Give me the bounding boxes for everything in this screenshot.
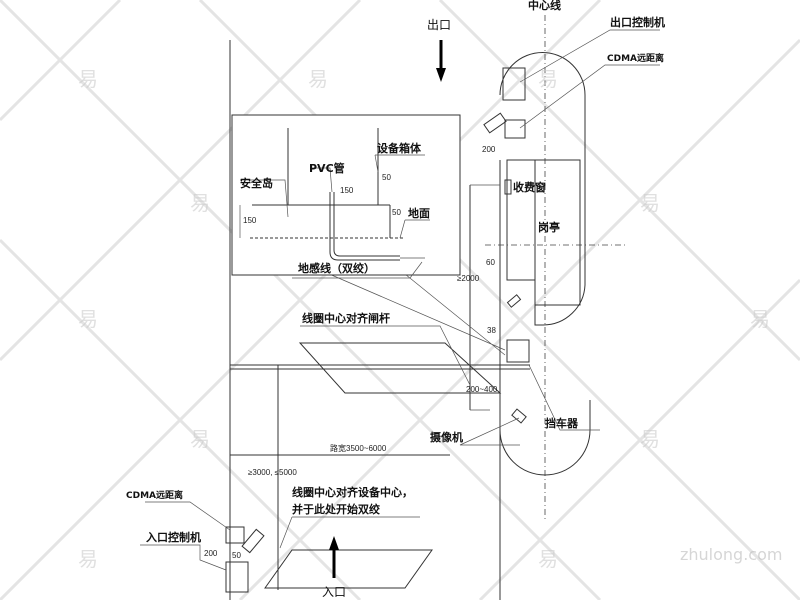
entry-cdma-device bbox=[225, 526, 245, 544]
toll-booth bbox=[506, 159, 581, 306]
inset-dim-50-a: 50 bbox=[382, 173, 391, 182]
dim-200-bottom: 200 bbox=[204, 549, 218, 558]
exit-camera bbox=[483, 112, 507, 134]
exit-cdma-label: CDMA远距离 bbox=[607, 52, 664, 64]
exit-controller-label: 出口控制机 bbox=[610, 15, 665, 29]
inset-detail bbox=[231, 114, 461, 279]
exit-cdma-device bbox=[504, 119, 526, 139]
inset-ground-label: 地面 bbox=[408, 206, 430, 220]
barrier-device bbox=[506, 339, 530, 363]
exit-arrow-icon bbox=[436, 40, 446, 82]
svg-text:易: 易 bbox=[78, 67, 98, 91]
svg-text:易: 易 bbox=[190, 427, 210, 451]
coil-align-device-label-2: 并于此处开始双绞 bbox=[292, 502, 380, 516]
barrier-label: 挡车器 bbox=[545, 416, 579, 430]
entry-arrow-icon bbox=[329, 536, 339, 578]
toll-window-label: 收费窗 bbox=[513, 180, 546, 194]
exit-label: 出口 bbox=[427, 18, 451, 32]
exit-loop bbox=[298, 342, 502, 394]
camera-device bbox=[511, 408, 527, 424]
dim-200-top: 200 bbox=[482, 145, 496, 154]
svg-text:易: 易 bbox=[78, 307, 98, 331]
road-lines bbox=[229, 40, 530, 600]
inset-safety-island-label: 安全岛 bbox=[240, 176, 273, 190]
watermark-glyphs: 易 易 易 易 易 易 易 易 易 易 易 bbox=[78, 67, 770, 571]
svg-text:易: 易 bbox=[750, 307, 770, 331]
svg-text:易: 易 bbox=[538, 67, 558, 91]
inset-dim-150-b: 150 bbox=[340, 186, 354, 195]
entry-controller-label: 入口控制机 bbox=[146, 530, 201, 544]
inset-loop-wire-label: 地感线（双绞） bbox=[298, 261, 375, 275]
svg-text:易: 易 bbox=[78, 547, 98, 571]
dim-2000: ≥2000 bbox=[457, 274, 480, 283]
svg-text:易: 易 bbox=[308, 67, 328, 91]
svg-text:易: 易 bbox=[538, 547, 558, 571]
dim-50-bottom: 50 bbox=[232, 551, 241, 560]
dim-200-400: 200~400 bbox=[466, 385, 498, 394]
svg-text:易: 易 bbox=[190, 191, 210, 215]
inset-dim-150-a: 150 bbox=[243, 216, 257, 225]
exit-controller-device bbox=[502, 67, 526, 101]
road-width-label: 路宽3500~6000 bbox=[330, 443, 387, 453]
entry-cdma-label: CDMA远距离 bbox=[126, 489, 183, 501]
inset-dim-50-b: 50 bbox=[392, 208, 401, 217]
svg-text:易: 易 bbox=[640, 191, 660, 215]
coil-align-device-label-1: 线圈中心对齐设备中心， bbox=[292, 485, 413, 499]
leader-lines bbox=[140, 29, 660, 571]
entry-label: 入口 bbox=[322, 585, 346, 599]
entry-loop bbox=[264, 549, 433, 589]
center-line-label: 中心线 bbox=[528, 0, 561, 12]
dim-3000-5000: ≥3000, ≤5000 bbox=[248, 468, 297, 477]
watermark-site: zhulong.com bbox=[680, 545, 782, 564]
inset-device-box-label: 设备箱体 bbox=[377, 141, 422, 155]
toll-window bbox=[504, 179, 512, 195]
camera-label: 摄像机 bbox=[430, 430, 463, 444]
dim-60: 60 bbox=[486, 258, 495, 267]
entry-controller-device bbox=[225, 561, 249, 593]
booth-label: 岗亭 bbox=[538, 220, 560, 234]
coil-align-gate-label: 线圈中心对齐闸杆 bbox=[302, 311, 390, 325]
entry-camera bbox=[241, 528, 265, 554]
booth-camera bbox=[506, 294, 522, 308]
dim-38: 38 bbox=[487, 326, 496, 335]
inset-pvc-pipe-label: PVC管 bbox=[309, 161, 345, 175]
safety-island-outline bbox=[499, 52, 591, 476]
svg-text:易: 易 bbox=[640, 427, 660, 451]
